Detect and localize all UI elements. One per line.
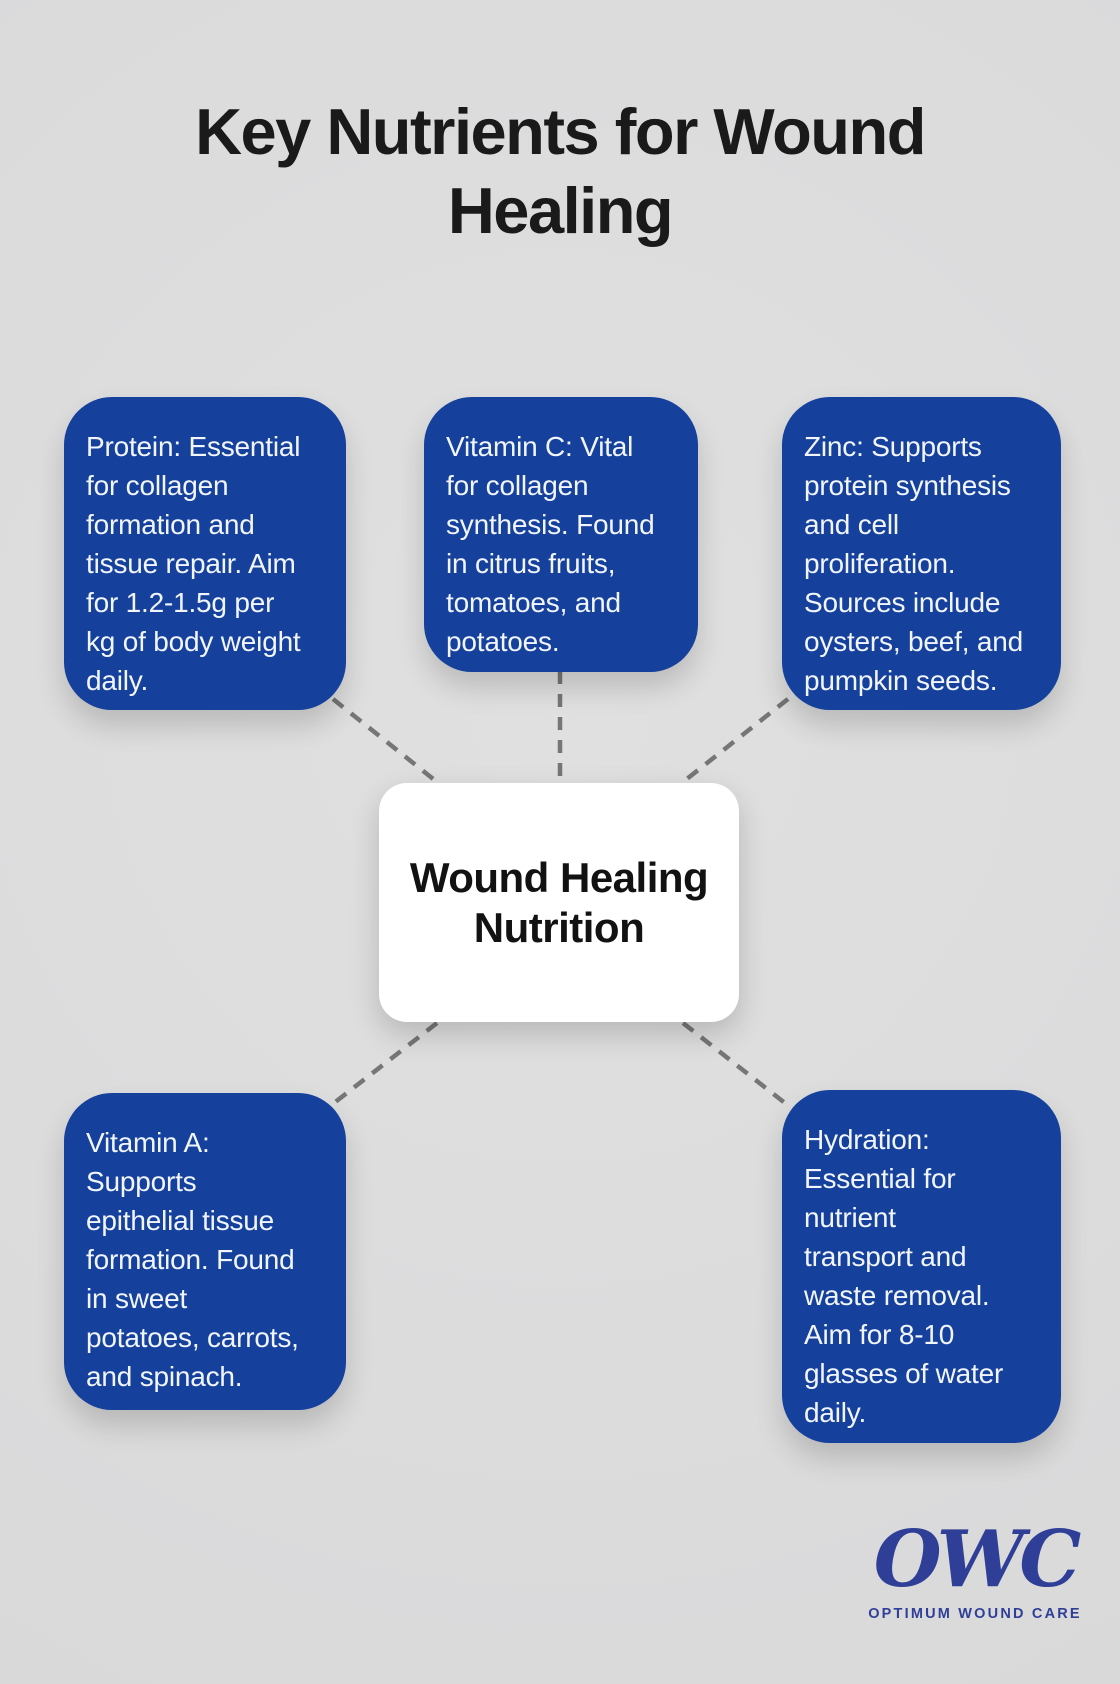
connector-center-to-hydration (681, 1021, 792, 1109)
node-vitamin-c: Vitamin C: Vital for collagen synthesis.… (424, 397, 698, 672)
node-hydration: Hydration: Essential for nutrient transp… (782, 1090, 1061, 1443)
node-vitamin-a: Vitamin A: Supports epithelial tissue fo… (64, 1093, 346, 1410)
owc-logo-acronym: OWC (873, 1514, 1082, 1605)
center-node-wound-healing-nutrition: Wound Healing Nutrition (379, 783, 739, 1022)
node-protein: Protein: Essential for collagen formatio… (64, 397, 346, 710)
node-zinc: Zinc: Supports protein synthesis and cel… (782, 397, 1061, 710)
connector-protein-to-center (331, 697, 439, 784)
owc-logo: OWC OPTIMUM WOUND CARE (850, 1514, 1100, 1623)
owc-logo-name: OPTIMUM WOUND CARE (868, 1606, 1082, 1622)
page-title: Key Nutrients for Wound Healing (195, 95, 926, 248)
connector-center-to-vitamin-a (332, 1021, 439, 1105)
connector-zinc-to-center (681, 697, 790, 784)
